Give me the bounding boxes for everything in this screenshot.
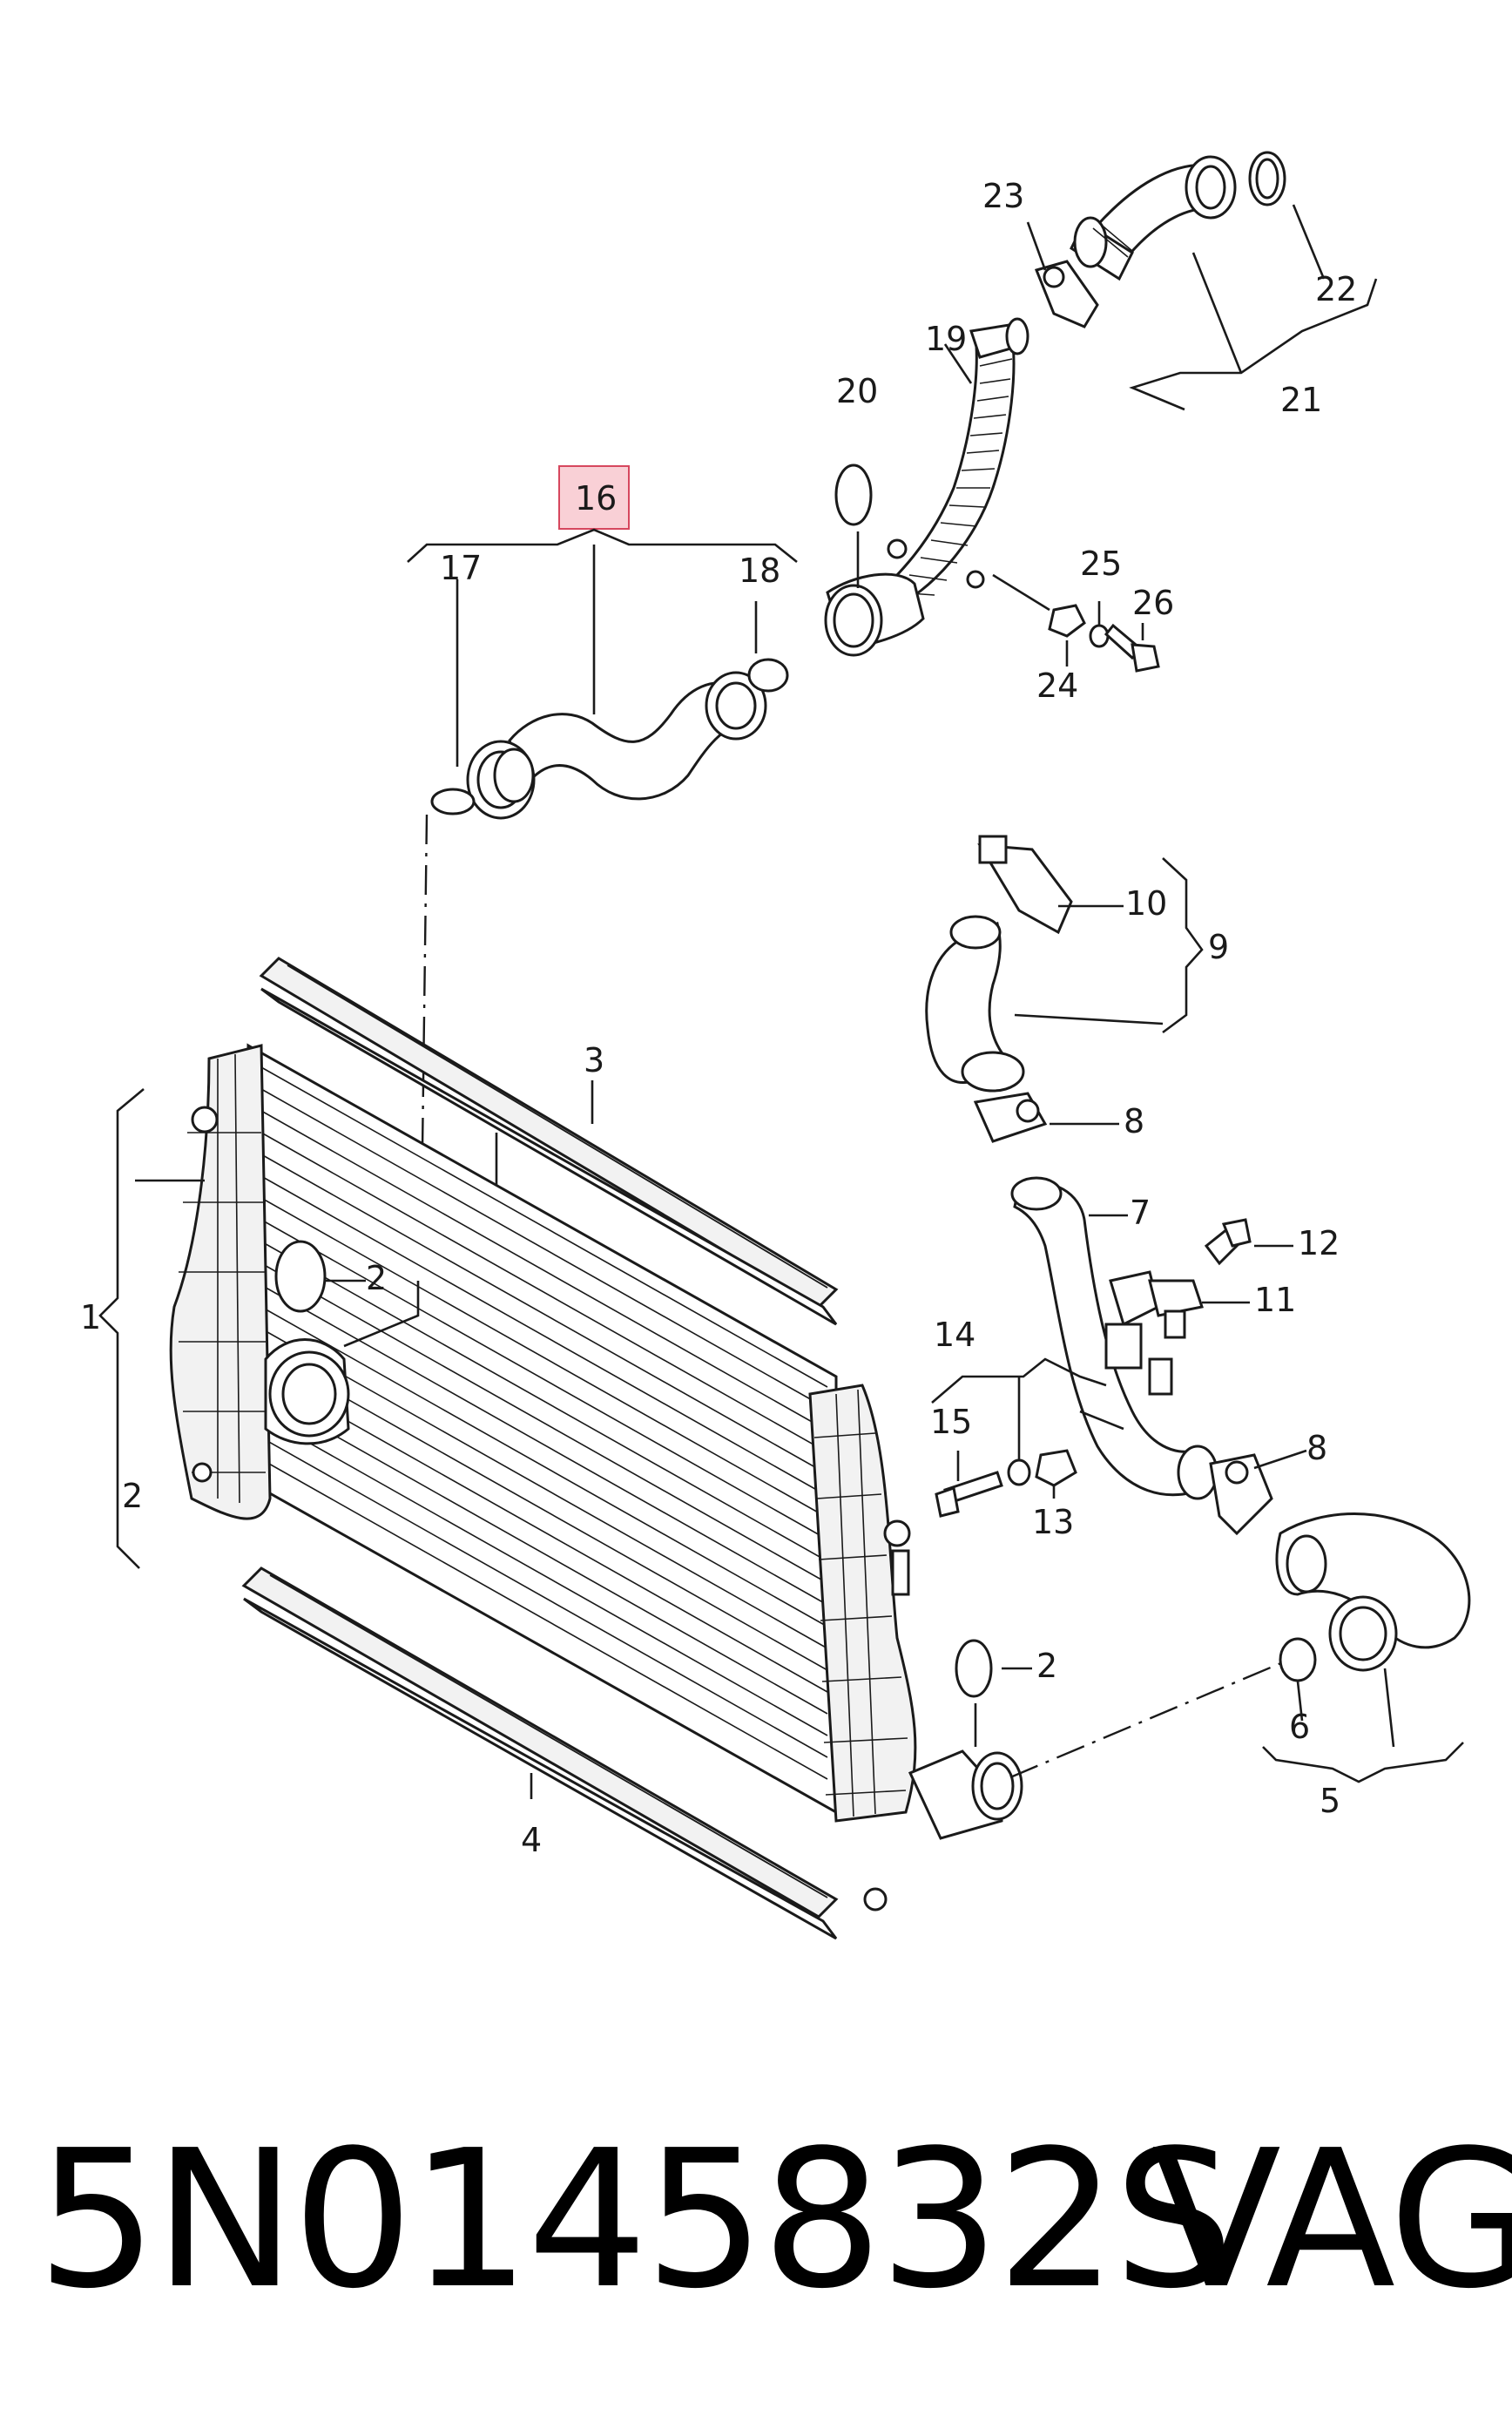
- callout-6: 6: [1289, 1708, 1310, 1746]
- callout-10: 10: [1125, 884, 1167, 923]
- callout-1: 1: [80, 1298, 101, 1336]
- corrugated-hose-19: [824, 317, 1029, 657]
- callout-15: 15: [930, 1403, 972, 1441]
- callout-labels: 1 2 2 2 3 4 5 6 7 8 8 9 10 11 12 13 14 1…: [80, 177, 1357, 1859]
- callout-14: 14: [934, 1316, 975, 1354]
- callout-9: 9: [1208, 928, 1229, 966]
- callout-4: 4: [521, 1821, 542, 1859]
- callout-16: 16: [575, 479, 617, 518]
- callout-24: 24: [1036, 667, 1078, 705]
- callout-20: 20: [836, 372, 878, 410]
- bolt-15: [935, 1471, 1003, 1518]
- nut-24: [1048, 604, 1086, 638]
- callout-13: 13: [1032, 1503, 1074, 1541]
- callout-19: 19: [925, 320, 967, 358]
- oring-17: [430, 788, 476, 815]
- callout-8-upper: 8: [1124, 1102, 1144, 1140]
- oring-2-right: [955, 1639, 993, 1698]
- callout-7: 7: [1130, 1194, 1151, 1232]
- intercooler-core: [169, 957, 1023, 1940]
- bolt-26: [1104, 623, 1160, 673]
- charge-pipe-7: [1010, 1176, 1218, 1500]
- callout-11: 11: [1254, 1281, 1296, 1319]
- nut-13: [1035, 1449, 1077, 1487]
- oring-18: [747, 658, 789, 693]
- bolt-12: [1204, 1218, 1252, 1266]
- washer-25: [1089, 624, 1110, 648]
- part-number: 5N0145832S: [37, 2110, 1234, 2331]
- clamp-23: [1034, 260, 1099, 328]
- callout-2-c: 2: [1036, 1647, 1057, 1685]
- clamp-10: [977, 835, 1073, 935]
- sensor-11: [1148, 1279, 1204, 1339]
- callout-26: 26: [1132, 584, 1174, 622]
- hose-9: [925, 915, 1025, 1093]
- callout-2-b: 2: [366, 1259, 387, 1297]
- clamp-8-upper: [973, 1092, 1048, 1143]
- callout-21: 21: [1280, 381, 1322, 419]
- oring-2-left: [274, 1240, 327, 1313]
- callout-16-highlight: [558, 465, 630, 530]
- callout-5: 5: [1320, 1782, 1340, 1820]
- hose-5: [1275, 1512, 1471, 1672]
- oring-20: [834, 464, 873, 526]
- brand-name: VAG: [1151, 2110, 1512, 2331]
- intercooler-hose-16: [466, 671, 767, 820]
- upper-charge-pipe: [1070, 151, 1286, 281]
- callout-12: 12: [1298, 1224, 1340, 1262]
- oring-6: [1279, 1637, 1317, 1682]
- callout-25: 25: [1080, 545, 1122, 583]
- washer-14: [1007, 1458, 1031, 1486]
- callout-17: 17: [440, 549, 482, 587]
- callout-8-lower: 8: [1306, 1429, 1327, 1467]
- clamp-8-lower: [1209, 1453, 1273, 1536]
- callout-2-a: 2: [122, 1477, 143, 1515]
- callout-22: 22: [1315, 270, 1357, 308]
- callout-3: 3: [584, 1041, 604, 1079]
- callout-18: 18: [739, 551, 780, 590]
- callout-23: 23: [982, 177, 1024, 215]
